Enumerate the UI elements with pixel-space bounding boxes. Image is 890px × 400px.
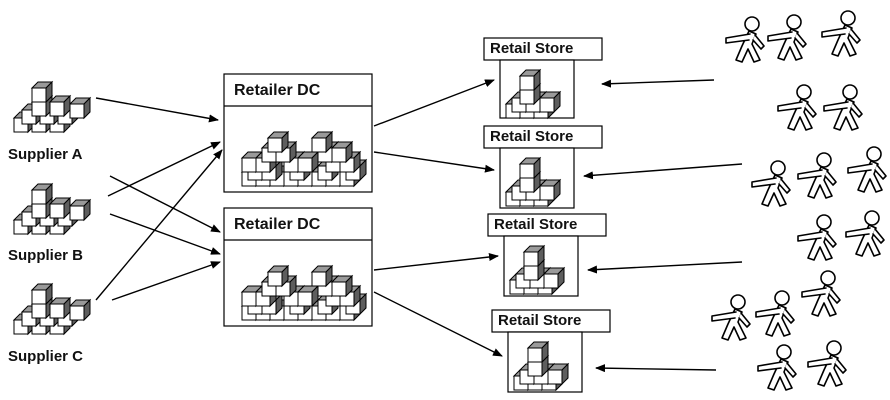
person-walking-icon xyxy=(802,271,840,316)
person-walking-icon xyxy=(726,17,764,62)
supplier-b-label: Supplier B xyxy=(8,247,83,265)
arrow-customers-to-store-3 xyxy=(588,262,742,270)
customers-group xyxy=(712,11,886,390)
arrow-customers-to-store-4 xyxy=(596,368,716,370)
person-walking-icon xyxy=(798,153,836,198)
arrow-dc-2-to-store-3 xyxy=(374,256,498,270)
retailer-dc-1-title: Retailer DC xyxy=(234,82,320,100)
person-walking-icon xyxy=(846,211,884,256)
supplier-c-boxes-icon xyxy=(14,284,90,334)
arrow-supplier-b-to-dc-1 xyxy=(108,142,220,196)
retail-store-4-title: Retail Store xyxy=(498,312,581,330)
person-walking-icon xyxy=(768,15,806,60)
supplier-a-boxes-icon xyxy=(14,82,90,132)
arrow-customers-to-store-2 xyxy=(584,164,742,176)
supplier-b-boxes-icon xyxy=(14,184,90,234)
person-walking-icon xyxy=(808,341,846,386)
retail-store-2-title: Retail Store xyxy=(490,128,573,146)
arrow-dc-2-to-store-4 xyxy=(374,292,502,356)
arrow-dc-1-to-store-2 xyxy=(374,152,494,170)
supplier-b xyxy=(14,184,90,234)
arrow-supplier-c-to-dc-1 xyxy=(96,150,222,300)
arrow-supplier-a-to-dc-2 xyxy=(110,176,220,232)
person-walking-icon xyxy=(848,147,886,192)
person-walking-icon xyxy=(752,161,790,206)
person-walking-icon xyxy=(798,215,836,260)
supplier-c xyxy=(14,284,90,334)
supplier-a xyxy=(14,82,90,132)
supplier-c-label: Supplier C xyxy=(8,348,83,366)
arrow-supplier-c-to-dc-2 xyxy=(112,262,220,300)
person-walking-icon xyxy=(712,295,750,340)
retail-store-3-title: Retail Store xyxy=(494,216,577,234)
person-walking-icon xyxy=(778,85,816,130)
arrow-dc-1-to-store-1 xyxy=(374,80,494,126)
person-walking-icon xyxy=(758,345,796,390)
person-walking-icon xyxy=(824,85,862,130)
person-walking-icon xyxy=(822,11,860,56)
retail-store-1-title: Retail Store xyxy=(490,40,573,58)
retailer-dc-2-title: Retailer DC xyxy=(234,216,320,234)
arrow-supplier-a-to-dc-1 xyxy=(96,98,218,120)
arrow-customers-to-store-1 xyxy=(602,80,714,84)
person-walking-icon xyxy=(756,291,794,336)
arrow-supplier-b-to-dc-2 xyxy=(110,214,220,254)
supplier-a-label: Supplier A xyxy=(8,146,82,164)
